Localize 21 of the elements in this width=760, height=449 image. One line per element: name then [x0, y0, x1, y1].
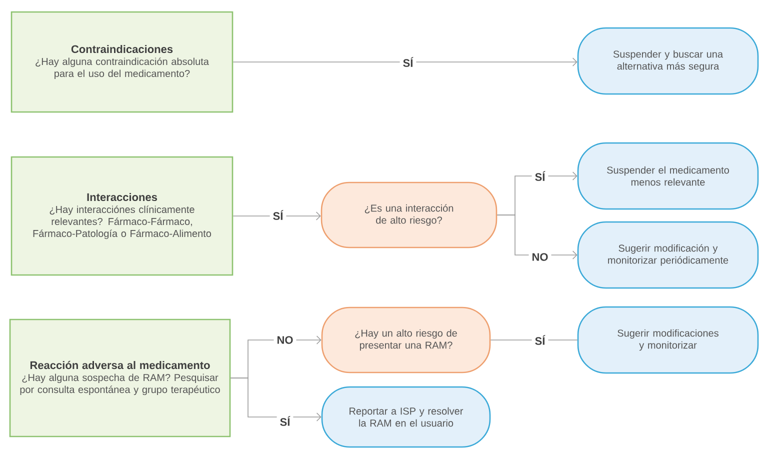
- action-box: Suspender el medicamento menos relevante: [577, 142, 759, 210]
- arrow: [232, 212, 321, 220]
- decision-box: ¿Es una interacción de alto riesgo?: [320, 182, 498, 248]
- edge-label: SÍ: [532, 332, 548, 348]
- edge-label: SÍ: [270, 207, 286, 223]
- question-box: Contraindicaciones ¿Hay alguna contraindicación absoluta para el uso del medicamento?: [10, 11, 234, 113]
- question-box: Reacción adversa al medicamento ¿Hay alguna sospecha de RAM? Pesquisar por consulta espontánea y grupo terapéutico: [9, 318, 231, 438]
- arrow: [232, 58, 578, 66]
- edge-label: SÍ: [276, 413, 294, 429]
- decision-box: ¿Hay un alto riesgo de presentar una RAM?: [321, 306, 491, 374]
- arrow: [496, 214, 578, 260]
- edge-label: NO: [274, 333, 296, 347]
- edge-label: NO: [528, 250, 552, 264]
- action-box: Suspender y buscar una alternativa más segura: [577, 27, 759, 95]
- edge-label: SÍ: [400, 54, 416, 70]
- question-box: Interacciones ¿Hay interacciónes clínicamente relevantes? Fármaco-Fármaco, Fármaco-Patología o Fármaco-Alimento: [10, 156, 234, 276]
- action-box: Sugerir modificaciones y monitorizar: [577, 306, 759, 374]
- edge-label: SÍ: [532, 168, 548, 184]
- action-box: Reportar a ISP y resolver la RAM en el usuario: [321, 386, 491, 448]
- arrow: [230, 378, 322, 422]
- action-box: Sugerir modificación y monitorizar periódicamente: [577, 221, 759, 289]
